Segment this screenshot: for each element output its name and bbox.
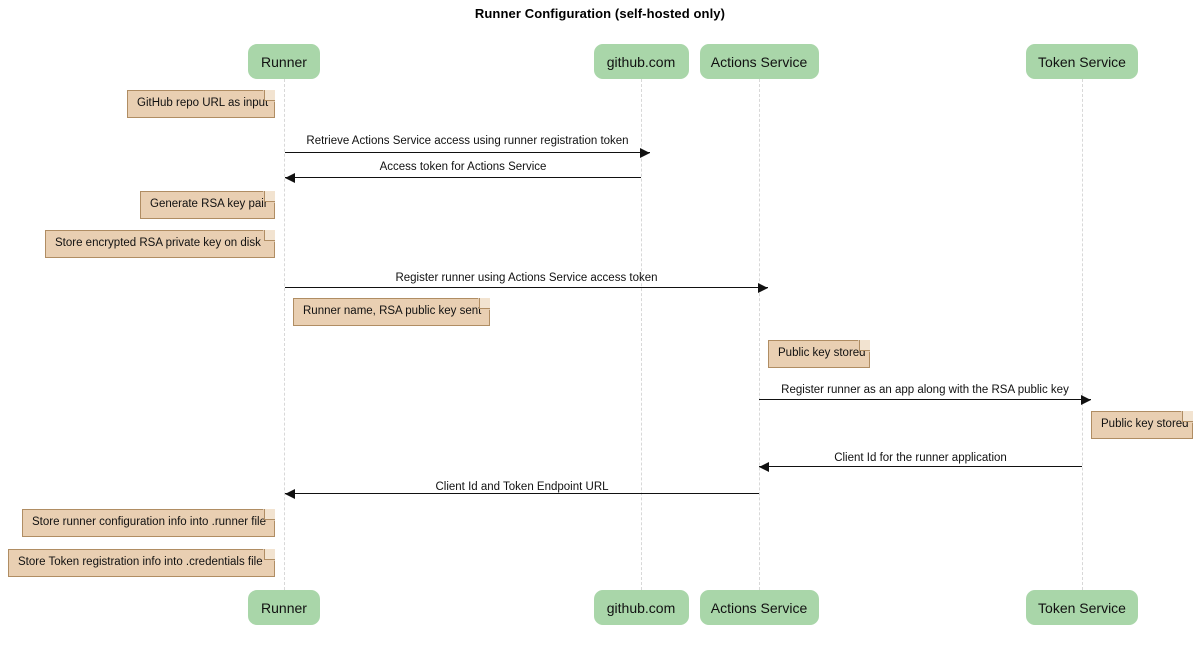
note-text: Runner name, RSA public key sent <box>303 305 482 318</box>
note-text: Public key stored <box>1101 418 1189 431</box>
note-2: Store encrypted RSA private key on disk <box>45 230 275 258</box>
participant-top-github[interactable]: github.com <box>593 44 689 79</box>
note-text: Store encrypted RSA private key on disk <box>55 237 261 250</box>
participant-label: github.com <box>606 599 676 616</box>
message-label-4: Client Id for the runner application <box>834 452 1007 464</box>
note-fold-icon <box>264 549 275 560</box>
participant-label: Runner <box>261 599 307 616</box>
note-1: Generate RSA key pair <box>140 191 275 219</box>
message-label-5: Client Id and Token Endpoint URL <box>435 481 609 493</box>
participant-bottom-actions[interactable]: Actions Service <box>699 590 819 625</box>
message-line-0 <box>285 152 650 153</box>
participant-label: Token Service <box>1038 599 1126 616</box>
note-text: Store Token registration info into .cred… <box>18 556 263 569</box>
note-text: Generate RSA key pair <box>150 198 268 211</box>
note-6: Store runner configuration info into .ru… <box>22 509 275 537</box>
participant-bottom-runner[interactable]: Runner <box>248 590 320 625</box>
arrowhead-right-icon <box>1081 395 1091 405</box>
note-fold-icon <box>264 509 275 520</box>
lifeline-actions <box>759 79 760 590</box>
lifeline-token <box>1082 79 1083 590</box>
message-label-0: Retrieve Actions Service access using ru… <box>306 135 629 147</box>
participant-label: Actions Service <box>710 53 808 70</box>
note-4: Public key stored <box>768 340 870 368</box>
message-line-2 <box>285 287 768 288</box>
lifeline-runner <box>284 79 285 590</box>
participant-top-token[interactable]: Token Service <box>1026 44 1138 79</box>
message-label-3: Register runner as an app along with the… <box>781 384 1069 396</box>
arrowhead-left-icon <box>759 462 769 472</box>
note-fold-icon <box>479 298 490 309</box>
arrowhead-right-icon <box>758 283 768 293</box>
arrowhead-left-icon <box>285 489 295 499</box>
participant-bottom-github[interactable]: github.com <box>593 590 689 625</box>
message-line-5 <box>285 493 759 494</box>
participant-top-runner[interactable]: Runner <box>248 44 320 79</box>
message-line-4 <box>759 466 1082 467</box>
participant-label: Token Service <box>1038 53 1126 70</box>
note-3: Runner name, RSA public key sent <box>293 298 490 326</box>
participant-top-actions[interactable]: Actions Service <box>699 44 819 79</box>
participant-bottom-token[interactable]: Token Service <box>1026 590 1138 625</box>
note-text: Public key stored <box>778 347 866 360</box>
note-5: Public key stored <box>1091 411 1193 439</box>
participant-label: github.com <box>606 53 676 70</box>
note-fold-icon <box>1182 411 1193 422</box>
note-fold-icon <box>264 191 275 202</box>
note-text: GitHub repo URL as input <box>137 97 269 110</box>
arrowhead-right-icon <box>640 148 650 158</box>
note-fold-icon <box>264 90 275 101</box>
note-0: GitHub repo URL as input <box>127 90 275 118</box>
diagram-title: Runner Configuration (self-hosted only) <box>474 6 726 21</box>
note-7: Store Token registration info into .cred… <box>8 549 275 577</box>
note-fold-icon <box>264 230 275 241</box>
note-text: Store runner configuration info into .ru… <box>32 516 266 529</box>
message-line-3 <box>759 399 1091 400</box>
arrowhead-left-icon <box>285 173 295 183</box>
message-label-1: Access token for Actions Service <box>379 161 547 173</box>
participant-label: Actions Service <box>710 599 808 616</box>
lifeline-github <box>641 79 642 590</box>
message-label-2: Register runner using Actions Service ac… <box>395 272 658 284</box>
participant-label: Runner <box>261 53 307 70</box>
message-line-1 <box>285 177 641 178</box>
note-fold-icon <box>859 340 870 351</box>
